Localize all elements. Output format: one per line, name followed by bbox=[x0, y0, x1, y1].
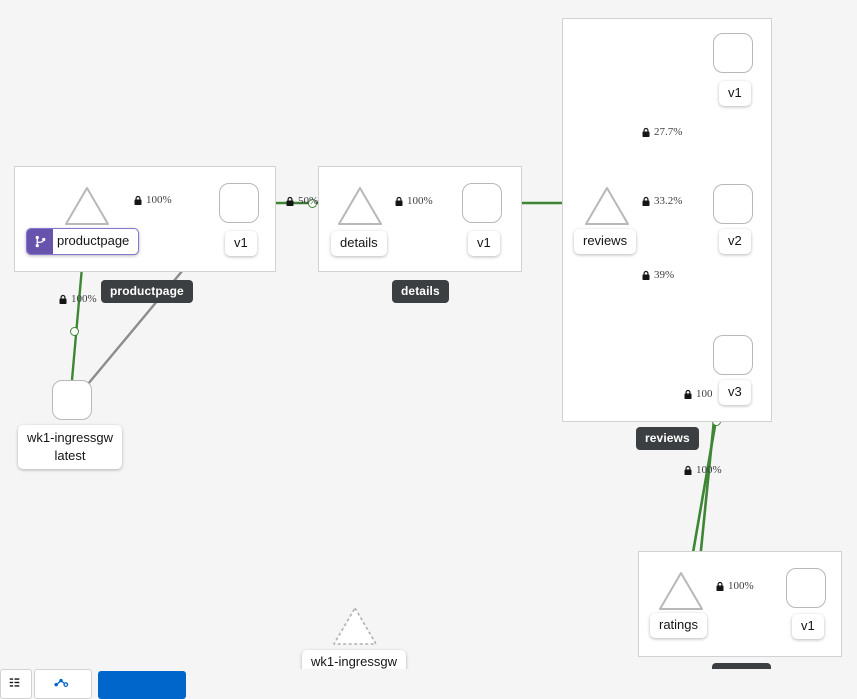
node-label-ratings-v1[interactable]: v1 bbox=[792, 614, 824, 640]
node-label-text: productpage bbox=[57, 233, 130, 248]
edge-label-productpagev1-to-details: 50% bbox=[285, 195, 318, 207]
node-wk1-ingressgw-ghost[interactable] bbox=[332, 606, 378, 646]
edge-label-reviewsv3-to-ratings: 100 bbox=[683, 388, 713, 400]
edge-label-details-to-v1: 100% bbox=[394, 195, 433, 207]
lock-icon bbox=[58, 294, 68, 305]
bottom-toolbar bbox=[0, 669, 857, 699]
legend-button[interactable] bbox=[0, 669, 32, 699]
lock-icon bbox=[641, 127, 651, 138]
lock-icon bbox=[641, 270, 651, 281]
node-details-service[interactable] bbox=[337, 186, 383, 226]
edge-label-text: 100% bbox=[146, 194, 172, 206]
edge-label-text: 100 bbox=[696, 388, 713, 400]
node-ratings-v1[interactable] bbox=[786, 568, 826, 608]
node-productpage-v1[interactable] bbox=[219, 183, 259, 223]
edge-label-text: 100% bbox=[71, 293, 97, 305]
lock-icon bbox=[683, 465, 693, 476]
edge-label-text: 39% bbox=[654, 269, 675, 281]
group-badge-details: details bbox=[392, 280, 449, 303]
group-badge-reviews: reviews bbox=[636, 427, 699, 450]
graph-icon bbox=[53, 677, 69, 692]
group-badge-productpage: productpage bbox=[101, 280, 193, 303]
lock-icon bbox=[285, 196, 295, 207]
edge-midpoint-dot bbox=[70, 327, 79, 336]
node-reviews-v1[interactable] bbox=[713, 33, 753, 73]
node-label-productpage-v1[interactable]: v1 bbox=[225, 231, 257, 257]
edge-label-reviews-to-v2: 33.2% bbox=[641, 195, 682, 207]
lock-icon bbox=[394, 196, 404, 207]
edge-label-text: 33.2% bbox=[654, 195, 683, 207]
node-ratings-service[interactable] bbox=[658, 571, 704, 611]
node-details-v1[interactable] bbox=[462, 183, 502, 223]
edge-label-productpage-to-v1: 100% bbox=[133, 194, 172, 206]
node-label-reviews-v1[interactable]: v1 bbox=[719, 81, 751, 107]
node-label-details[interactable]: details bbox=[331, 231, 387, 257]
legend-icon bbox=[9, 677, 20, 691]
node-label-ratings[interactable]: ratings bbox=[650, 613, 708, 639]
node-reviews-v3[interactable] bbox=[713, 335, 753, 375]
lock-icon bbox=[133, 195, 143, 206]
zoom-fit-button[interactable] bbox=[34, 669, 92, 699]
node-label-details-v1[interactable]: v1 bbox=[468, 231, 500, 257]
node-label-wk1-ingressgw-workload[interactable]: wk1-ingressgw latest bbox=[18, 425, 122, 470]
lock-icon bbox=[715, 581, 725, 592]
edge-label-reviewsv2-to-ratings: 100% bbox=[683, 464, 722, 476]
node-label-productpage[interactable]: productpage bbox=[26, 228, 140, 256]
node-label-line2: latest bbox=[54, 447, 86, 463]
node-reviews-v2[interactable] bbox=[713, 184, 753, 224]
node-productpage-service[interactable] bbox=[64, 186, 110, 226]
lock-icon bbox=[641, 196, 651, 207]
node-label-reviews-v3[interactable]: v3 bbox=[719, 380, 751, 406]
edge-label-text: 50% bbox=[298, 195, 319, 207]
edge-label-reviews-to-v3: 39% bbox=[641, 269, 674, 281]
node-label-reviews[interactable]: reviews bbox=[574, 229, 637, 255]
node-label-reviews-v2[interactable]: v2 bbox=[719, 229, 751, 255]
edge-label-text: 27.7% bbox=[654, 126, 683, 138]
node-reviews-service[interactable] bbox=[584, 186, 630, 226]
edge-midpoint-dot bbox=[308, 199, 317, 208]
edge-label-ratings-to-v1: 100% bbox=[715, 580, 754, 592]
edge-label-text: 100% bbox=[407, 195, 433, 207]
edge-label-text: 100% bbox=[728, 580, 754, 592]
edge-label-text: 100% bbox=[696, 464, 722, 476]
lock-icon bbox=[683, 389, 693, 400]
edge-label-reviews-to-v1: 27.7% bbox=[641, 126, 682, 138]
primary-action-button[interactable] bbox=[98, 671, 186, 699]
code-branch-icon bbox=[27, 229, 53, 255]
node-label-line1: wk1-ingressgw bbox=[27, 430, 113, 445]
node-wk1-ingressgw-workload[interactable] bbox=[52, 380, 92, 420]
edge-label-gw-to-productpage: 100% bbox=[58, 293, 97, 305]
